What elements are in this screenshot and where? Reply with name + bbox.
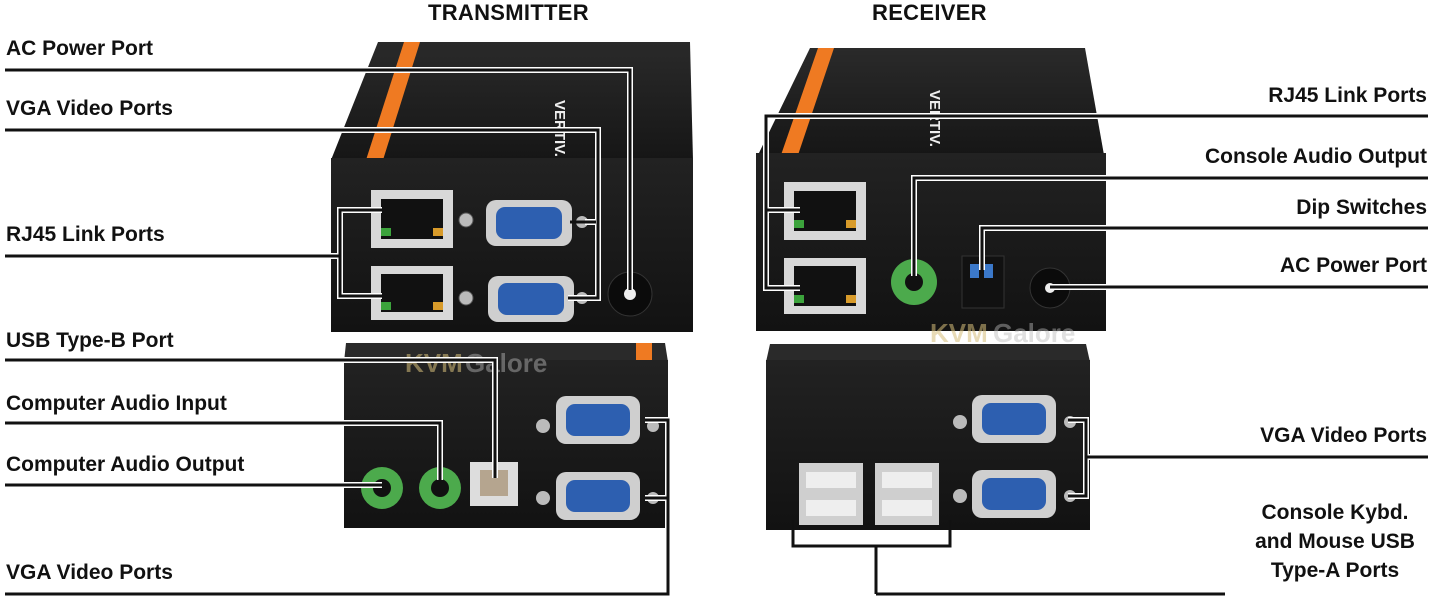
- leader-vga-right: [1068, 418, 1428, 459]
- label-rj45-link-ports-left: RJ45 Link Ports: [6, 223, 165, 246]
- leader-rj45-left: [5, 208, 382, 258]
- svg-text:Galore: Galore: [993, 318, 1075, 348]
- label-vga-video-ports-bottom-left: VGA Video Ports: [6, 561, 173, 584]
- receiver-rj45-port-bottom: [784, 258, 866, 314]
- label-console-usb-type-a-ports: Console Kybd. and Mouse USB Type-A Ports: [1255, 501, 1415, 582]
- usb-type-a-stack-1: [799, 463, 863, 525]
- leader-audio-input: [5, 421, 442, 480]
- label-ac-power-port-right: AC Power Port: [1279, 254, 1427, 277]
- receiver-top-face: [758, 48, 1104, 155]
- transmitter-bottom-unit: KVM Galore: [344, 343, 668, 528]
- label-console-audio-output: Console Audio Output: [1204, 145, 1427, 168]
- leader-vga-top-left: [5, 128, 600, 300]
- label-vga-video-ports-right: VGA Video Ports: [1260, 424, 1427, 447]
- transmitter-vga-port-bottom: [488, 276, 574, 322]
- label-vga-video-ports-top-left: VGA Video Ports: [6, 97, 173, 120]
- label-computer-audio-input: Computer Audio Input: [6, 392, 227, 415]
- transmitter-vga-port-top: [486, 200, 572, 246]
- leader-dip-switches: [980, 226, 1428, 270]
- leader-lines-left: [5, 67, 671, 597]
- leader-console-audio: [912, 176, 1428, 276]
- transmitter-top-unit: VERTIV.: [331, 42, 693, 332]
- label-dip-switches: Dip Switches: [1296, 196, 1427, 219]
- label-rj45-link-ports-right: RJ45 Link Ports: [1268, 84, 1427, 107]
- leader-ac-power-left: [5, 68, 632, 290]
- transmitter-heading: TRANSMITTER: [428, 0, 589, 25]
- label-ac-power-port-left: AC Power Port: [6, 37, 154, 60]
- receiver-bottom-unit: [766, 344, 1090, 530]
- leader-lines-right: [763, 113, 1428, 597]
- leader-rj45-right: [764, 114, 1428, 290]
- label-computer-audio-output: Computer Audio Output: [6, 453, 245, 476]
- receiver-top-unit: VERTIV. KVM Galore: [756, 48, 1106, 348]
- leader-usb-b: [5, 358, 497, 478]
- label-usb-type-b-port: USB Type-B Port: [6, 329, 174, 352]
- leader-vga-bottom-left: [5, 418, 670, 596]
- transmitter-rj45-port-top: [371, 190, 453, 248]
- receiver-heading: RECEIVER: [872, 0, 987, 25]
- transmitter-rj45-port-bottom: [371, 266, 453, 320]
- usb-type-a-stack-2: [875, 463, 939, 525]
- watermark-right: KVM: [930, 318, 988, 348]
